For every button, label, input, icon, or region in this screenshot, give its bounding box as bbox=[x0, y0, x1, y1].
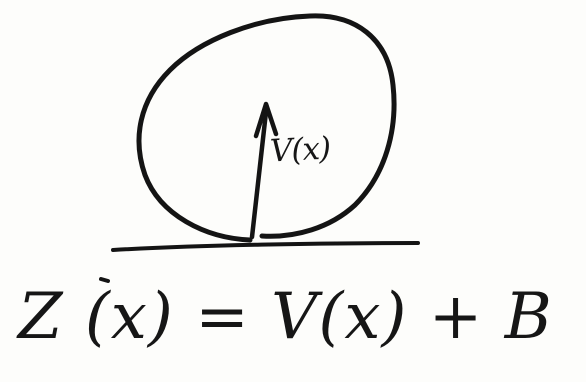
vector-arrow-shaft bbox=[249, 109, 269, 240]
derivative-mark bbox=[99, 277, 110, 283]
body-outline bbox=[136, 13, 397, 243]
vector-arrow-head bbox=[253, 101, 279, 139]
equation-text: Z (x) = V(x) + B bbox=[18, 280, 553, 354]
ground-line bbox=[111, 241, 420, 252]
vector-label: V(x) bbox=[269, 130, 331, 170]
